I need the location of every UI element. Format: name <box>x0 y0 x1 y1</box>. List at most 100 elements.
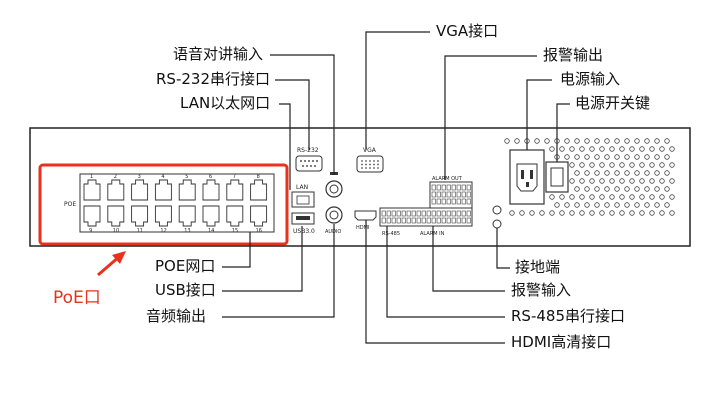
vent-hole <box>584 186 590 192</box>
terminal-pin <box>411 217 416 224</box>
poe-port-frame <box>79 173 275 233</box>
vent-hole <box>564 202 570 208</box>
vent-hole <box>599 178 605 184</box>
audio-tag: AUDIO <box>325 229 341 235</box>
vent-hole <box>654 202 660 208</box>
alarm-out-tag: ALARM OUT <box>432 176 463 182</box>
vent-hole <box>644 170 650 176</box>
terminal-pin <box>431 184 436 191</box>
vent-hole <box>659 146 665 152</box>
vent-hole <box>619 178 625 184</box>
ground-terminal <box>492 219 502 229</box>
vent-hole <box>589 210 595 216</box>
terminal-pin <box>461 198 466 205</box>
terminal-pin <box>441 210 446 217</box>
vent-hole <box>664 202 670 208</box>
vent-hole <box>614 138 620 144</box>
poe-port-number: 14 <box>208 228 214 234</box>
power-inlet <box>509 149 545 205</box>
vent-hole <box>559 194 565 200</box>
vent-hole <box>584 138 590 144</box>
vent-hole <box>649 162 655 168</box>
label-vga: VGA接口 <box>436 22 499 40</box>
terminal-pin <box>441 217 446 224</box>
terminal-pin <box>381 217 386 224</box>
terminal-pin <box>436 210 441 217</box>
label-audio-out: 音频输出 <box>146 307 207 325</box>
terminal-pin <box>406 217 411 224</box>
poe-port-number: 11 <box>137 228 143 234</box>
terminal-pin <box>421 210 426 217</box>
vent-hole <box>579 194 585 200</box>
vent-hole <box>664 154 670 160</box>
vent-hole <box>659 210 665 216</box>
label-rs232: RS-232串行接口 <box>156 70 270 88</box>
poe-highlight-box <box>38 163 289 246</box>
vent-hole <box>589 178 595 184</box>
vent-hole <box>529 210 535 216</box>
vga-pins <box>361 160 379 169</box>
vent-hole <box>644 186 650 192</box>
vent-hole <box>654 186 660 192</box>
vent-hole <box>569 146 575 152</box>
vent-hole <box>654 154 660 160</box>
rj45-port <box>226 205 244 227</box>
terminal-pin <box>386 217 391 224</box>
vent-hole <box>659 194 665 200</box>
rs232-pins <box>300 160 318 167</box>
vent-hole <box>669 178 675 184</box>
vent-hole <box>609 194 615 200</box>
label-rs485: RS-485串行接口 <box>511 307 625 325</box>
vent-hole <box>644 202 650 208</box>
vent-hole <box>614 186 620 192</box>
vent-hole <box>619 194 625 200</box>
vent-hole <box>574 170 580 176</box>
vent-hole <box>639 146 645 152</box>
lan-port <box>291 191 315 208</box>
rj45-port <box>226 179 244 201</box>
vent-hole <box>514 138 520 144</box>
vent-hole <box>549 194 555 200</box>
vent-hole <box>624 154 630 160</box>
vent-hole <box>569 162 575 168</box>
vent-hole <box>574 186 580 192</box>
label-poe-callout: PoE口 <box>53 288 101 308</box>
rj45-port <box>250 179 268 201</box>
vent-hole <box>629 162 635 168</box>
poe-port-number: 5 <box>185 174 188 180</box>
vent-hole <box>604 154 610 160</box>
poe-arrow-head <box>112 251 126 264</box>
terminal-pin <box>461 217 466 224</box>
terminal-pin <box>451 210 456 217</box>
rs485-tag: RS-485 <box>382 231 400 237</box>
vent-hole <box>619 162 625 168</box>
vent-hole <box>644 138 650 144</box>
rs232-tag: RS-232 <box>297 147 319 154</box>
terminal-pin <box>391 210 396 217</box>
poe-port-grid <box>83 179 268 227</box>
vent-hole <box>574 202 580 208</box>
terminal-pin <box>436 217 441 224</box>
vent-hole <box>649 178 655 184</box>
vent-hole <box>594 186 600 192</box>
vent-hole <box>579 146 585 152</box>
vent-hole <box>574 138 580 144</box>
vent-hole <box>589 146 595 152</box>
label-hdmi: HDMI高清接口 <box>511 333 612 351</box>
terminal-pin <box>466 210 471 217</box>
vent-hole <box>569 194 575 200</box>
terminal-pin <box>466 217 471 224</box>
vent-hole <box>659 162 665 168</box>
terminal-pin <box>456 217 461 224</box>
vent-hole <box>664 138 670 144</box>
vent-hole <box>634 154 640 160</box>
rj45-port <box>107 179 125 201</box>
poe-port-number: 15 <box>232 228 238 234</box>
vent-hole <box>649 210 655 216</box>
poe-port-number: 8 <box>257 174 260 180</box>
vent-hole <box>639 194 645 200</box>
vent-hole <box>664 186 670 192</box>
vent-hole <box>579 178 585 184</box>
